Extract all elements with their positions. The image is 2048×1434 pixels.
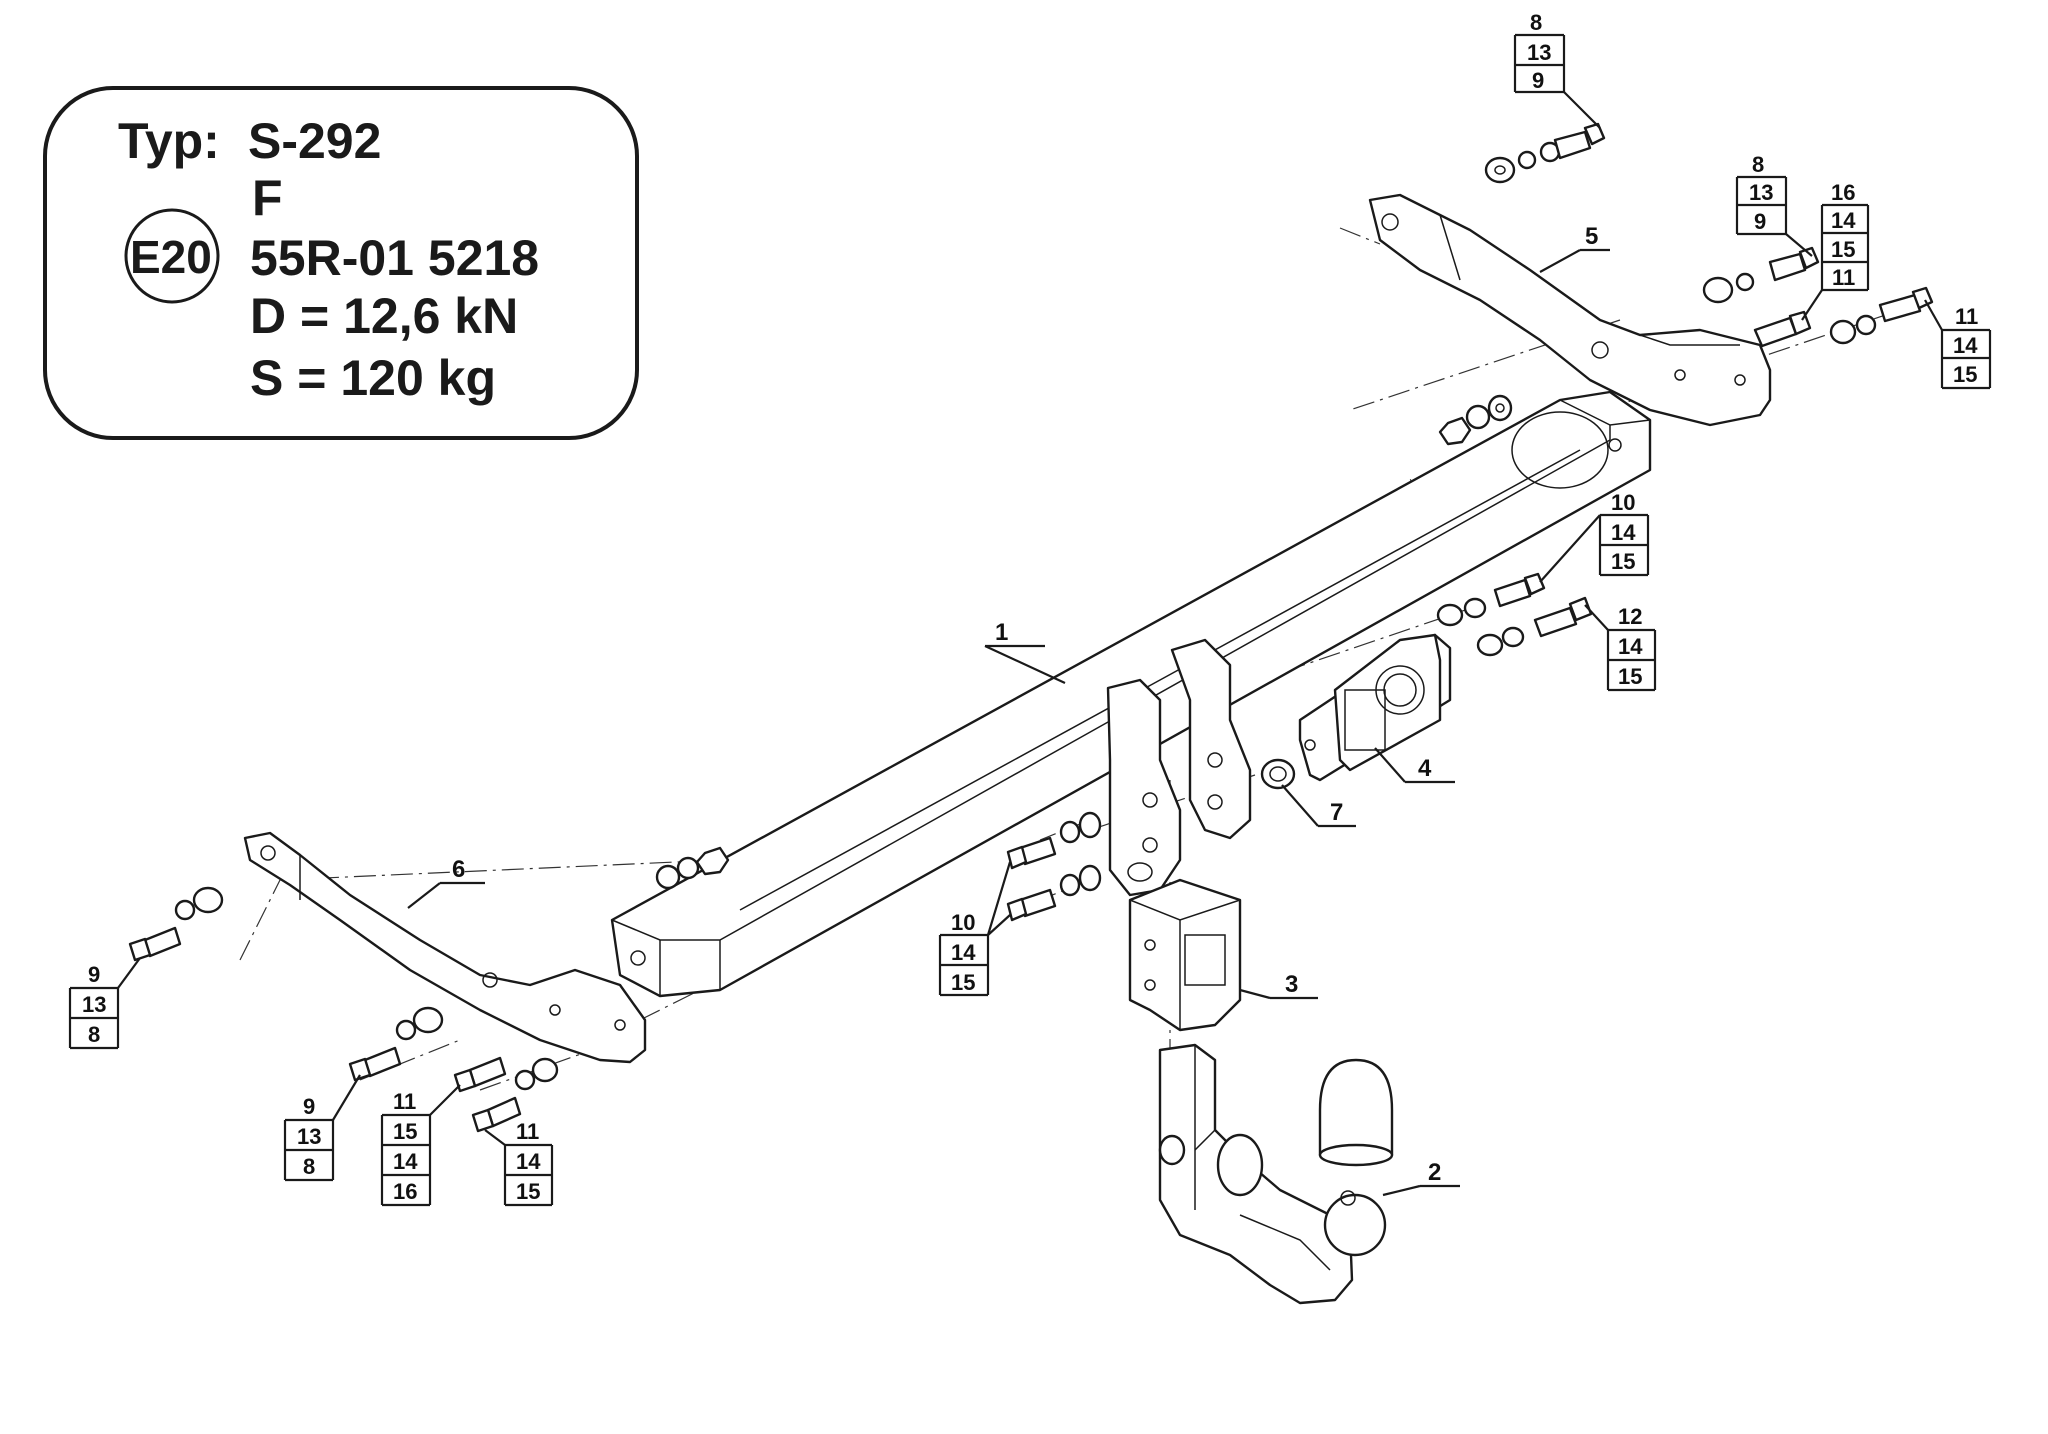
callout-number: 14	[393, 1149, 418, 1174]
part-label-6: 6	[407, 856, 485, 909]
spacer	[1260, 758, 1296, 790]
callout-stack: 11 15 14 16	[380, 1084, 461, 1207]
part-number: 5	[1585, 223, 1598, 250]
callout-number: 15	[1618, 664, 1642, 689]
callout-number: 12	[1618, 604, 1642, 629]
callout-stacks: 8 13 9 8 13 9 16 14 15	[68, 10, 1992, 1207]
receiver-bracket	[1128, 878, 1242, 1032]
part-label-4: 4	[1374, 747, 1455, 784]
callout-number: 9	[88, 962, 100, 987]
callout-number: 14	[951, 940, 976, 965]
callout-number: 11	[393, 1089, 416, 1114]
callout-stack: 16 14 15 11	[1801, 180, 1870, 321]
callout-number: 15	[393, 1119, 417, 1144]
left-side-arm	[243, 831, 647, 1064]
ball-neck	[1158, 1043, 1387, 1305]
callout-number: 15	[1611, 549, 1635, 574]
part-number: 3	[1285, 971, 1298, 998]
part-label-2: 2	[1382, 1159, 1460, 1197]
callout-stack: 10 14 15	[938, 861, 1012, 997]
ball-cap	[1318, 1058, 1394, 1167]
callout-stack: 9 13 8	[68, 957, 141, 1050]
s-value: S = 120 kg	[250, 350, 496, 406]
part-label-3: 3	[1239, 971, 1318, 1000]
hardware	[128, 122, 1934, 1133]
callout-number: 14	[1953, 333, 1978, 358]
callout-number: 8	[88, 1022, 100, 1047]
callout-number: 13	[1527, 40, 1551, 65]
callout-number: 9	[1754, 209, 1766, 234]
part-label-5: 5	[1539, 223, 1610, 273]
part-number: 7	[1330, 799, 1343, 826]
callout-number: 8	[1752, 152, 1764, 177]
part-number: 1	[995, 619, 1008, 646]
type-value: S-292	[248, 113, 381, 169]
callout-number: 8	[1530, 10, 1542, 35]
part-number: 6	[452, 856, 465, 883]
callout-number: 14	[516, 1149, 541, 1174]
part-number: 2	[1428, 1159, 1441, 1186]
approval-mark-circle	[124, 208, 220, 304]
right-side-arm	[1368, 193, 1772, 427]
callout-number: 10	[951, 910, 975, 935]
d-value: D = 12,6 kN	[250, 288, 518, 344]
callout-number: 15	[951, 970, 975, 995]
callout-number: 10	[1611, 490, 1635, 515]
callout-number: 13	[1749, 180, 1773, 205]
socket-plate	[1298, 633, 1452, 782]
approval-number: 55R-01 5218	[250, 230, 539, 286]
callout-number: 15	[1831, 237, 1855, 262]
callout-number: 13	[82, 992, 106, 1017]
callout-number: 14	[1611, 520, 1636, 545]
callout-number: 16	[393, 1179, 417, 1204]
callout-stack: 11 14 15	[484, 1119, 554, 1207]
callout-number: 16	[1831, 180, 1855, 205]
callout-number: 9	[1532, 68, 1544, 93]
callout-stack: 10 14 15	[1539, 490, 1650, 583]
callout-stack: 9 13 8	[283, 1074, 361, 1182]
class-value: F	[252, 170, 283, 226]
callout-stack: 8 13 9	[1513, 10, 1601, 129]
spec-box: Typ: S-292 F E20 55R-01 5218 D = 12,6 kN…	[43, 86, 639, 440]
type-label: Typ:	[118, 113, 220, 169]
callout-number: 14	[1831, 208, 1856, 233]
callout-number: 11	[1832, 265, 1855, 290]
callout-number: 13	[297, 1124, 321, 1149]
callout-number: 15	[1953, 362, 1977, 387]
callout-stack: 8 13 9	[1735, 152, 1813, 257]
part-label-7: 7	[1281, 784, 1356, 828]
callout-stack: 12 14 15	[1584, 604, 1657, 692]
part-labels: 1 2 3 4 5 6 7	[407, 223, 1610, 1197]
callout-number: 15	[516, 1179, 540, 1204]
callout-stack: 11 14 15	[1924, 299, 1992, 390]
part-number: 4	[1418, 755, 1432, 782]
callout-number: 14	[1618, 634, 1643, 659]
approval-mark: E20	[130, 231, 212, 283]
callout-number: 11	[516, 1119, 539, 1144]
callout-number: 9	[303, 1094, 315, 1119]
beam-mount-brackets	[1106, 638, 1252, 897]
callout-number: 8	[303, 1154, 315, 1179]
part-label-1: 1	[984, 619, 1066, 684]
callout-number: 11	[1955, 304, 1978, 329]
